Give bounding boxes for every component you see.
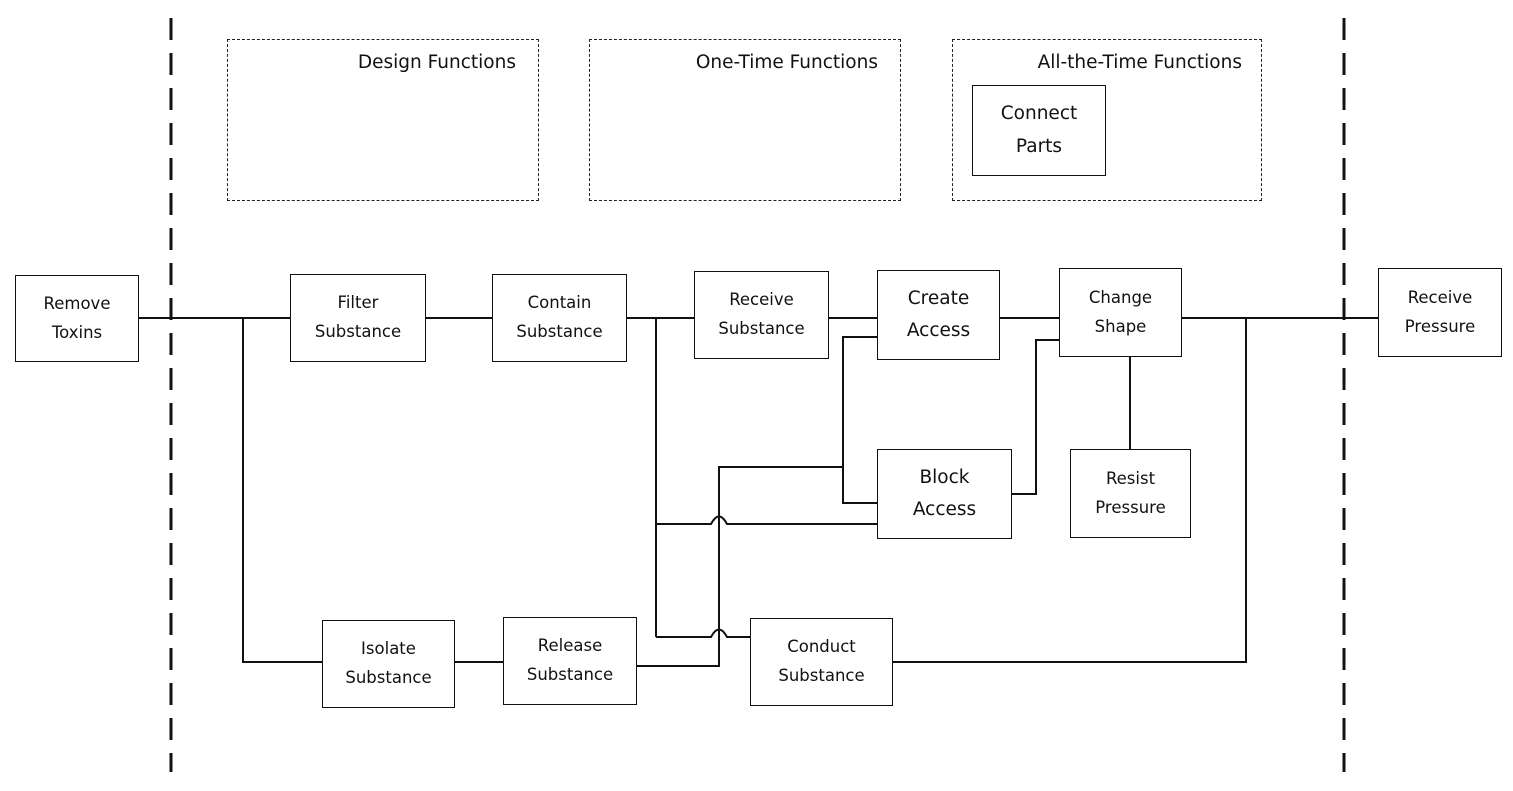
- wire-block-to-change: [1012, 339, 1059, 495]
- one-time-functions-region: [589, 39, 901, 201]
- wire-branch-to-isolate: [242, 318, 322, 663]
- design-functions-region: [227, 39, 539, 201]
- one-time-functions-title: One-Time Functions: [695, 52, 878, 73]
- wire-contain-to-conduct: [656, 628, 750, 638]
- wire-conduct-to-outlet: [893, 318, 1247, 663]
- wire-release-to-block: [637, 466, 843, 667]
- all-the-time-functions-region: [952, 39, 1262, 201]
- wire-create-block-link: [842, 336, 877, 504]
- all-the-time-functions-title: All-the-Time Functions: [1037, 52, 1242, 73]
- design-functions-title: Design Functions: [357, 52, 516, 73]
- wire-contain-to-block: [656, 515, 877, 525]
